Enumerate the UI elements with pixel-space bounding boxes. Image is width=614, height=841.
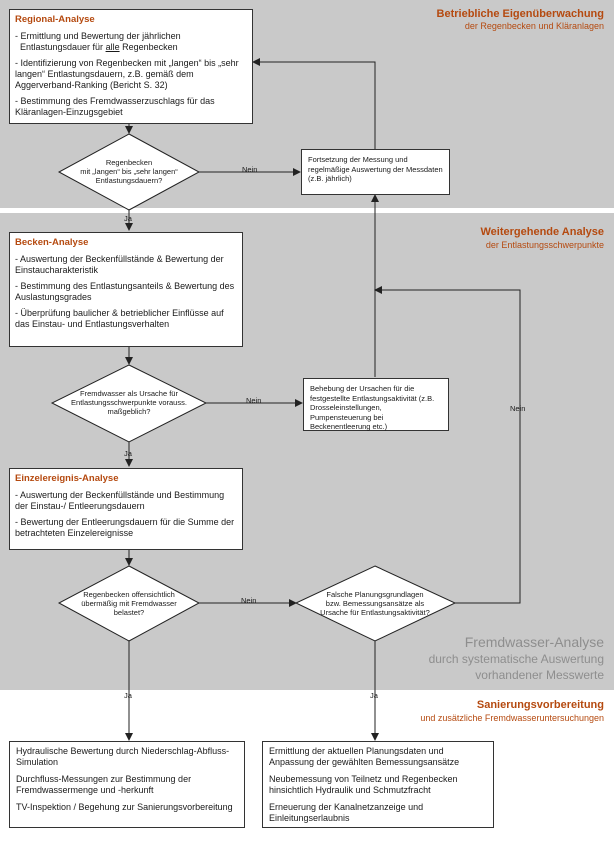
decision2-line3: maßgeblich? [107, 407, 151, 416]
decision4-line2: bzw. Bemessungsansätze als [325, 599, 425, 608]
becken-item1: - Auswertung der Beckenfüllstände & Bewe… [15, 254, 224, 275]
einzel-heading: Einzelereignis-Analyse [15, 473, 119, 484]
band2-title: Weitergehende Analyse [480, 226, 605, 238]
decision4-text: Falsche Planungsgrundlagen bzw. Bemessun… [310, 590, 440, 617]
decision2-nein-label: Nein [246, 396, 262, 405]
band1-title: Betriebliche Eigenüberwachung [436, 8, 604, 20]
regional-item1-line3: Regenbecken [119, 42, 178, 52]
bottom-right-item3: Erneuerung der Kanalnetzanzeige und Einl… [269, 802, 424, 823]
einzel-item2: - Bewertung der Entleerungsdauern für di… [15, 517, 235, 538]
regional-item1-emph: alle [105, 42, 120, 52]
becken-item3: - Überprüfung baulicher & betrieblicher … [15, 308, 224, 329]
bottom-right-item1: Ermittlung der aktuellen Planungsdaten u… [269, 746, 460, 767]
bottom-left-item2: Durchfluss-Messungen zur Bestimmung der … [16, 774, 192, 795]
decision3-line2: übermäßig mit Fremdwasser [81, 599, 177, 608]
decision2-ja-label: Ja [124, 449, 132, 458]
decision3-text: Regenbecken offensichtlich übermäßig mit… [69, 590, 189, 617]
decision1-diamond [57, 133, 201, 211]
watermark-line3: vorhandener Messwerte [475, 668, 604, 682]
decision4-diamond [294, 565, 457, 642]
decision2-line1: Fremdwasser als Ursache für [80, 389, 178, 398]
decision4-line1: Falsche Planungsgrundlagen [326, 590, 424, 599]
regional-item1-line2: Entlastungsdauer für [20, 42, 106, 52]
box-planungsdaten: Ermittlung der aktuellen Planungsdaten u… [262, 741, 494, 828]
regional-item1: - Ermittlung und Bewertung der jährliche… [15, 31, 248, 53]
band3-title: Sanierungsvorbereitung [476, 699, 604, 711]
box-hydraulische-bewertung: Hydraulische Bewertung durch Niederschla… [9, 741, 245, 828]
decision3-diamond [57, 565, 201, 642]
band2-subtitle: der Entlastungsschwerpunkte [485, 240, 604, 250]
bottom-right-item2: Neubemessung von Teilnetz und Regenbecke… [269, 774, 458, 795]
decision2-line2: Entlastungsschwerpunkte vorauss. [71, 398, 187, 407]
regional-analyse-box: Regional-Analyse - Ermittlung und Bewert… [9, 9, 253, 124]
note-behebung: Behebung der Ursachen für die festgestel… [303, 378, 449, 431]
band3-subtitle: und zusätzliche Fremdwasseruntersuchunge… [420, 713, 604, 723]
decision1-line2: mit „langen“ bis „sehr langen“ [80, 167, 178, 176]
bottom-left-item3: TV-Inspektion / Begehung zur Sanierungsv… [16, 802, 233, 812]
decision4-nein-label: Nein [510, 404, 526, 413]
decision1-nein-label: Nein [242, 165, 258, 174]
decision3-line1: Regenbecken offensichtlich [83, 590, 175, 599]
decision2-diamond [50, 364, 208, 443]
bottom-left-item1: Hydraulische Bewertung durch Niederschla… [16, 746, 230, 767]
band1-subtitle: der Regenbecken und Kläranlagen [464, 21, 604, 31]
decision1-text: Regenbecken mit „langen“ bis „sehr lange… [69, 158, 189, 185]
decision4-ja-label: Ja [370, 691, 378, 700]
band-separator [0, 208, 614, 213]
regional-heading: Regional-Analyse [15, 14, 95, 25]
einzel-item1: - Auswertung der Beckenfüllstände und Be… [15, 490, 225, 511]
decision1-line1: Regenbecken [105, 158, 153, 167]
decision3-ja-label: Ja [124, 691, 132, 700]
decision3-nein-label: Nein [241, 596, 257, 605]
watermark-line1: Fremdwasser-Analyse [464, 634, 604, 650]
einzelereignis-analyse-box: Einzelereignis-Analyse - Auswertung der … [9, 468, 243, 550]
decision2-text: Fremdwasser als Ursache für Entlastungss… [64, 389, 194, 416]
decision3-line3: belastet? [113, 608, 145, 617]
watermark-line2: durch systematische Auswertung [428, 652, 604, 666]
regional-item2: - Identifizierung von Regenbecken mit „l… [15, 58, 239, 90]
regional-item1-line1: - Ermittlung und Bewertung der jährliche… [15, 31, 181, 41]
becken-heading: Becken-Analyse [15, 237, 89, 248]
becken-analyse-box: Becken-Analyse - Auswertung der Beckenfü… [9, 232, 243, 347]
decision1-line3: Entlastungsdauern? [95, 176, 163, 185]
decision1-ja-label: Ja [124, 214, 132, 223]
becken-item2: - Bestimmung des Entlastungsanteils & Be… [15, 281, 235, 302]
note-fortsetzung: Fortsetzung der Messung und regelmäßige … [301, 149, 450, 195]
regional-item3: - Bestimmung des Fremdwasserzuschlags fü… [15, 96, 215, 117]
decision4-line3: Ursache für Entlastungsaktivität? [320, 608, 430, 617]
